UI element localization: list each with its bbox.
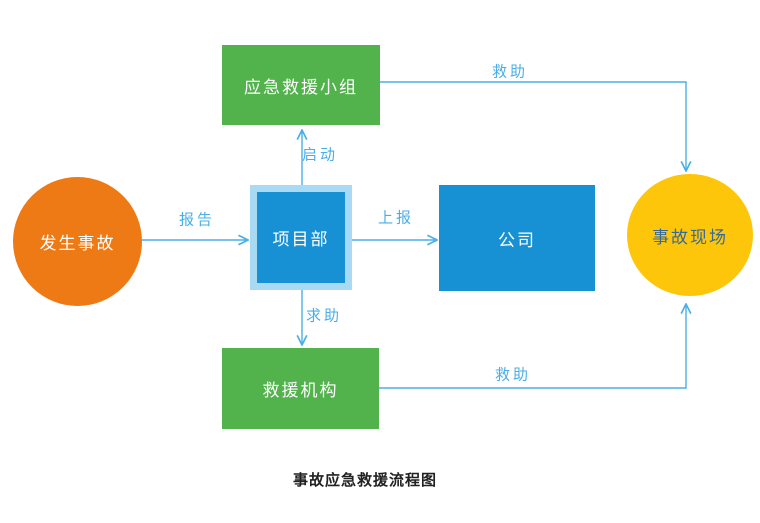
node-emergency-rescue-team: 应急救援小组 [222,45,380,125]
edge-label-rescue-top: 救助 [491,62,529,81]
arrow-rescue-bottom [379,304,686,389]
node-accident-scene: 事故现场 [627,174,753,296]
edge-label-report: 报告 [178,210,216,229]
edge-label-submit: 上报 [377,208,415,227]
node-accident-occurs: 发生事故 [13,177,142,306]
node-label: 项目部 [272,230,330,250]
node-project-department: 项目部 [257,192,345,283]
node-label: 应急救援小组 [244,77,358,98]
diagram-caption: 事故应急救援流程图 [292,471,437,489]
node-rescue-agency: 救援机构 [222,348,379,429]
edge-label-rescue-bottom: 救助 [494,365,532,384]
node-project-department-frame: 项目部 [250,185,352,290]
node-label: 救援机构 [262,381,339,401]
arrow-rescue-top [380,81,686,171]
node-label: 发生事故 [39,234,116,254]
node-label: 事故现场 [652,227,728,248]
node-label: 公司 [498,230,536,251]
edge-label-seek-help: 求助 [305,306,343,325]
node-company: 公司 [439,185,595,291]
edge-label-start: 启动 [301,145,339,164]
